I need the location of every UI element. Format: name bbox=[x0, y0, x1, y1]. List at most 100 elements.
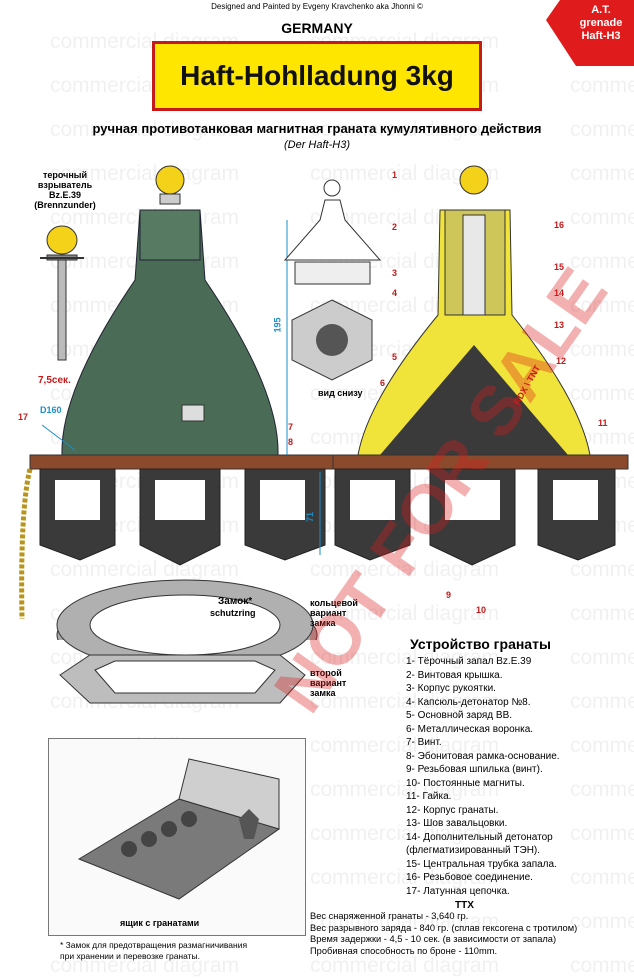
bottom-view-drawing bbox=[291, 299, 373, 381]
device-item: 3- Корпус рукоятки. bbox=[406, 683, 496, 694]
page-title: Haft-Hohlladung 3kg bbox=[180, 60, 454, 91]
watermark-line: commercial diagram bbox=[570, 822, 634, 845]
watermark-line: commercial diagram bbox=[570, 954, 634, 977]
device-item: 2- Винтовая крышка. bbox=[406, 669, 503, 681]
box-label: ящик с гранатами bbox=[120, 918, 200, 928]
footnote: * Замок для предотвращения размагничиван… bbox=[60, 940, 248, 961]
device-item: 14- Дополнительный детонатор bbox=[406, 831, 553, 843]
dimension-diameter: D160 bbox=[40, 405, 62, 415]
ttx-item: Вес разрывного заряда - 840 гр. (сплав г… bbox=[310, 922, 578, 933]
device-item: 7- Винт. bbox=[406, 737, 442, 748]
watermark-line: commercial diagram bbox=[570, 910, 634, 933]
watermark-line: commercial diagram bbox=[310, 954, 500, 977]
callout-2: 2 bbox=[392, 222, 398, 232]
fuze-name: терочный взрыватель Bz.E.39 (Brennzunder… bbox=[34, 170, 96, 210]
device-item: 1- Тёрочный запал Bz.E.39 bbox=[406, 656, 532, 667]
fuze-drawing bbox=[40, 225, 84, 361]
callout-11: 11 bbox=[598, 418, 608, 428]
watermark-line: commercial diagram bbox=[570, 382, 634, 405]
top-drawing bbox=[283, 179, 382, 285]
watermark-line: commercial diagram bbox=[570, 338, 634, 361]
watermark-line: commercial diagram bbox=[310, 690, 500, 713]
watermark-line: commercial diagram bbox=[570, 778, 634, 801]
schutzring-label: schutzring bbox=[210, 608, 256, 618]
callout-15: 15 bbox=[554, 262, 565, 272]
corner-badge-text: A.T. grenade Haft-H3 bbox=[579, 4, 623, 42]
watermark-line: commercial diagram bbox=[570, 250, 634, 273]
watermark-line: commercial diagram bbox=[310, 558, 500, 581]
grenade-box-illustration bbox=[48, 738, 306, 936]
ttx-item: Время задержки - 4,5 - 10 сек. (в зависи… bbox=[310, 934, 557, 944]
grenade-box-drawing bbox=[77, 758, 281, 900]
subtitle: ручная противотанковая магнитная граната… bbox=[92, 121, 542, 136]
ttx-list: Вес снаряженной гранаты - 3,640 гр. Вес … bbox=[310, 911, 630, 957]
watermark-line: commercial diagram bbox=[570, 294, 634, 317]
callout-17: 17 bbox=[18, 412, 29, 422]
device-item: 6- Металлическая воронка. bbox=[406, 723, 534, 735]
corner-badge: A.T. grenade Haft-H3 bbox=[546, 0, 634, 66]
callout-1: 1 bbox=[392, 170, 398, 180]
callout-16: 16 bbox=[554, 220, 565, 230]
watermark-line: commercial diagram bbox=[570, 734, 634, 757]
country-label: GERMANY bbox=[281, 20, 353, 36]
device-item: 12- Корпус гранаты. bbox=[406, 804, 499, 816]
grenade-cross-section bbox=[332, 165, 629, 566]
watermark-line: commercial diagram bbox=[310, 866, 500, 889]
watermark-line: commercial diagram bbox=[50, 558, 240, 581]
corner-badge-shape bbox=[546, 0, 634, 66]
device-list: 1- Тёрочный запал Bz.E.39 2- Винтовая кр… bbox=[398, 655, 628, 898]
callout-3: 3 bbox=[392, 268, 398, 278]
watermark-line: commercial diagram bbox=[570, 162, 634, 185]
watermark-line: commercial diagram bbox=[570, 646, 634, 669]
callout-7: 7 bbox=[288, 422, 294, 432]
ttx-title: ТТХ bbox=[455, 900, 474, 911]
device-title: Устройство гранаты bbox=[410, 636, 551, 652]
device-item: 13- Шов завальцовки. bbox=[406, 818, 508, 829]
watermark-line: commercial diagram bbox=[50, 954, 240, 977]
watermark-line: commercial diagram bbox=[570, 866, 634, 889]
watermark-line: commercial diagram bbox=[50, 162, 240, 185]
watermark-line: commercial diagram bbox=[310, 162, 500, 185]
subtitle-german: (Der Haft-H3) bbox=[283, 139, 350, 151]
device-item: 15- Центральная трубка запала. bbox=[406, 858, 557, 870]
ttx-item: Вес снаряженной гранаты - 3,640 гр. bbox=[310, 911, 469, 921]
callout-5: 5 bbox=[392, 352, 398, 362]
watermark-line: commercial diagram bbox=[50, 118, 240, 141]
callout-13: 13 bbox=[554, 320, 565, 330]
device-item: 16- Резьбовое соединение. bbox=[406, 872, 533, 883]
watermark-line: commercial diagram bbox=[310, 602, 500, 625]
watermark-line: commercial diagram bbox=[570, 558, 634, 581]
watermark-line: commercial diagram bbox=[570, 690, 634, 713]
title-box: Haft-Hohlladung 3kg bbox=[152, 41, 482, 111]
callout-9: 9 bbox=[446, 590, 452, 600]
watermark-line: commercial diagram bbox=[570, 74, 634, 97]
callout-12: 12 bbox=[556, 356, 567, 366]
device-item: 10- Постоянные магниты. bbox=[406, 777, 525, 789]
device-item: 17- Латунная цепочка. bbox=[406, 885, 510, 897]
ttx-item: Пробивная способность по броне - 110mm. bbox=[310, 945, 498, 956]
variant-two-label: второй вариант замка bbox=[310, 668, 347, 698]
callout-6: 6 bbox=[380, 378, 386, 388]
callout-10: 10 bbox=[476, 605, 487, 615]
grenade-exterior bbox=[19, 165, 341, 620]
device-item: 8- Эбонитовая рамка-основание. bbox=[406, 750, 560, 762]
device-item: 9- Резьбовая шпилька (винт). bbox=[406, 764, 543, 775]
watermark-line: commercial diagram bbox=[310, 734, 500, 757]
variant-one-label: кольцевой вариант замка bbox=[310, 598, 358, 628]
watermark-line: commercial diagram bbox=[310, 118, 500, 141]
watermark-line: commercial diagram bbox=[310, 910, 500, 933]
watermark-line: commercial diagram bbox=[570, 602, 634, 625]
fuze-delay: 7,5сек. bbox=[38, 375, 71, 386]
watermark-line: commercial diagram bbox=[310, 646, 500, 669]
watermark-line: commercial diagram bbox=[310, 822, 500, 845]
ring-variants bbox=[56, 579, 314, 704]
device-item: (флегматизированный ТЭН). bbox=[406, 845, 541, 856]
callout-4: 4 bbox=[392, 288, 398, 298]
device-item: 4- Капсюль-детонатор №8. bbox=[406, 696, 531, 708]
watermark-line: commercial diagram bbox=[310, 778, 500, 801]
device-item: 5- Основной заряд ВВ. bbox=[406, 710, 513, 721]
grenade-illustration bbox=[19, 165, 629, 640]
device-item: 11- Гайка. bbox=[406, 791, 452, 802]
callout-14: 14 bbox=[554, 288, 565, 298]
watermark-line: commercial diagram bbox=[570, 118, 634, 141]
